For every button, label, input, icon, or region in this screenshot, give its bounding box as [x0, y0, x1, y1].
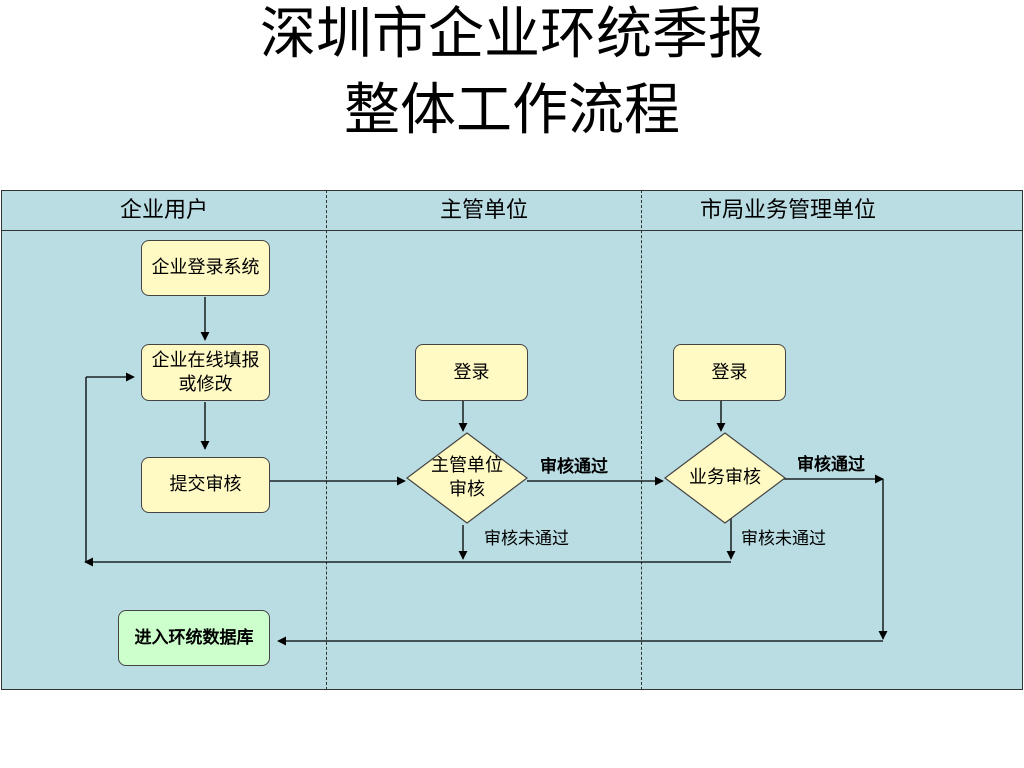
lane-header-divider	[1, 230, 1023, 231]
decision-diamond-bureau	[664, 432, 786, 524]
diagram-title-line2: 整体工作流程	[344, 78, 680, 143]
node-submit-review: 提交审核	[141, 457, 270, 513]
diagram-title-line1: 深圳市企业环统季报	[260, 2, 764, 67]
edge-label-dept-pass: 审核通过	[540, 457, 608, 477]
lane-title-department: 主管单位	[439, 198, 528, 223]
lane-title-enterprise: 企业用户	[119, 198, 208, 223]
node-bureau-login: 登录	[673, 344, 786, 401]
edge-label-bureau-pass: 审核通过	[797, 455, 865, 475]
node-dept-login: 登录	[415, 344, 528, 401]
lane-title-bureau: 市局业务管理单位	[699, 198, 876, 223]
node-enter-database: 进入环统数据库	[118, 610, 270, 666]
lane-divider-2	[641, 190, 642, 690]
lane-divider-1	[326, 190, 327, 690]
edge-label-bureau-fail: 审核未通过	[741, 529, 826, 549]
decision-diamond-dept	[406, 432, 528, 524]
node-enterprise-login: 企业登录系统	[141, 240, 270, 296]
edge-label-dept-fail: 审核未通过	[484, 529, 569, 549]
node-fill-online: 企业在线填报 或修改	[141, 344, 270, 401]
decision-bureau-review-label: 业务审核	[689, 467, 761, 488]
decision-dept-review-label: 主管单位 审核	[431, 455, 503, 500]
